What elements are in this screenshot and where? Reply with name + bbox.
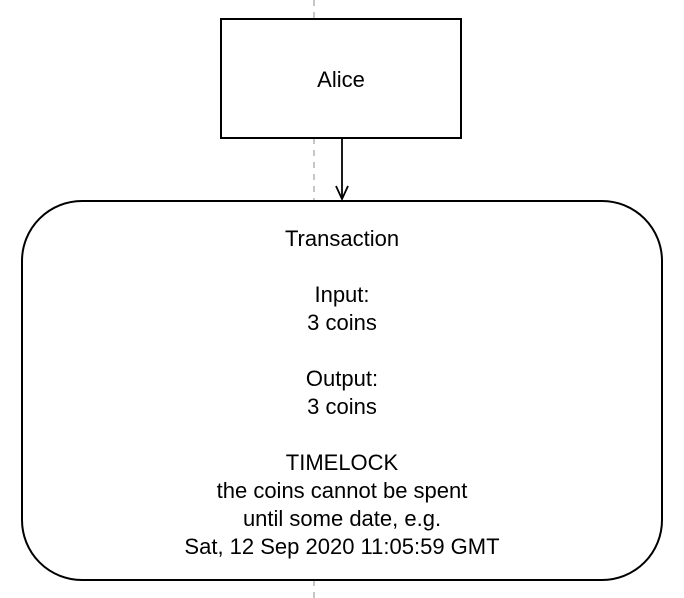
output-heading: Output:	[305, 366, 379, 391]
timelock-description-line-1: the coins cannot be spent	[216, 478, 468, 503]
alice-label: Alice	[317, 67, 365, 92]
transaction-text: Transaction Input: 3 coins Output: 3 coi…	[22, 225, 662, 561]
timelock-description-line-2: until some date, e.g.	[242, 506, 442, 531]
transaction-node[interactable]	[21, 200, 663, 581]
timelock-heading: TIMELOCK	[285, 450, 399, 475]
input-heading: Input:	[314, 282, 370, 307]
input-value: 3 coins	[307, 310, 377, 335]
output-value: 3 coins	[307, 394, 377, 419]
timelock-date: Sat, 12 Sep 2020 11:05:59 GMT	[184, 534, 500, 559]
alice-node[interactable]	[220, 18, 462, 139]
transaction-title: Transaction	[284, 226, 400, 251]
arrowhead-icon	[335, 185, 349, 202]
